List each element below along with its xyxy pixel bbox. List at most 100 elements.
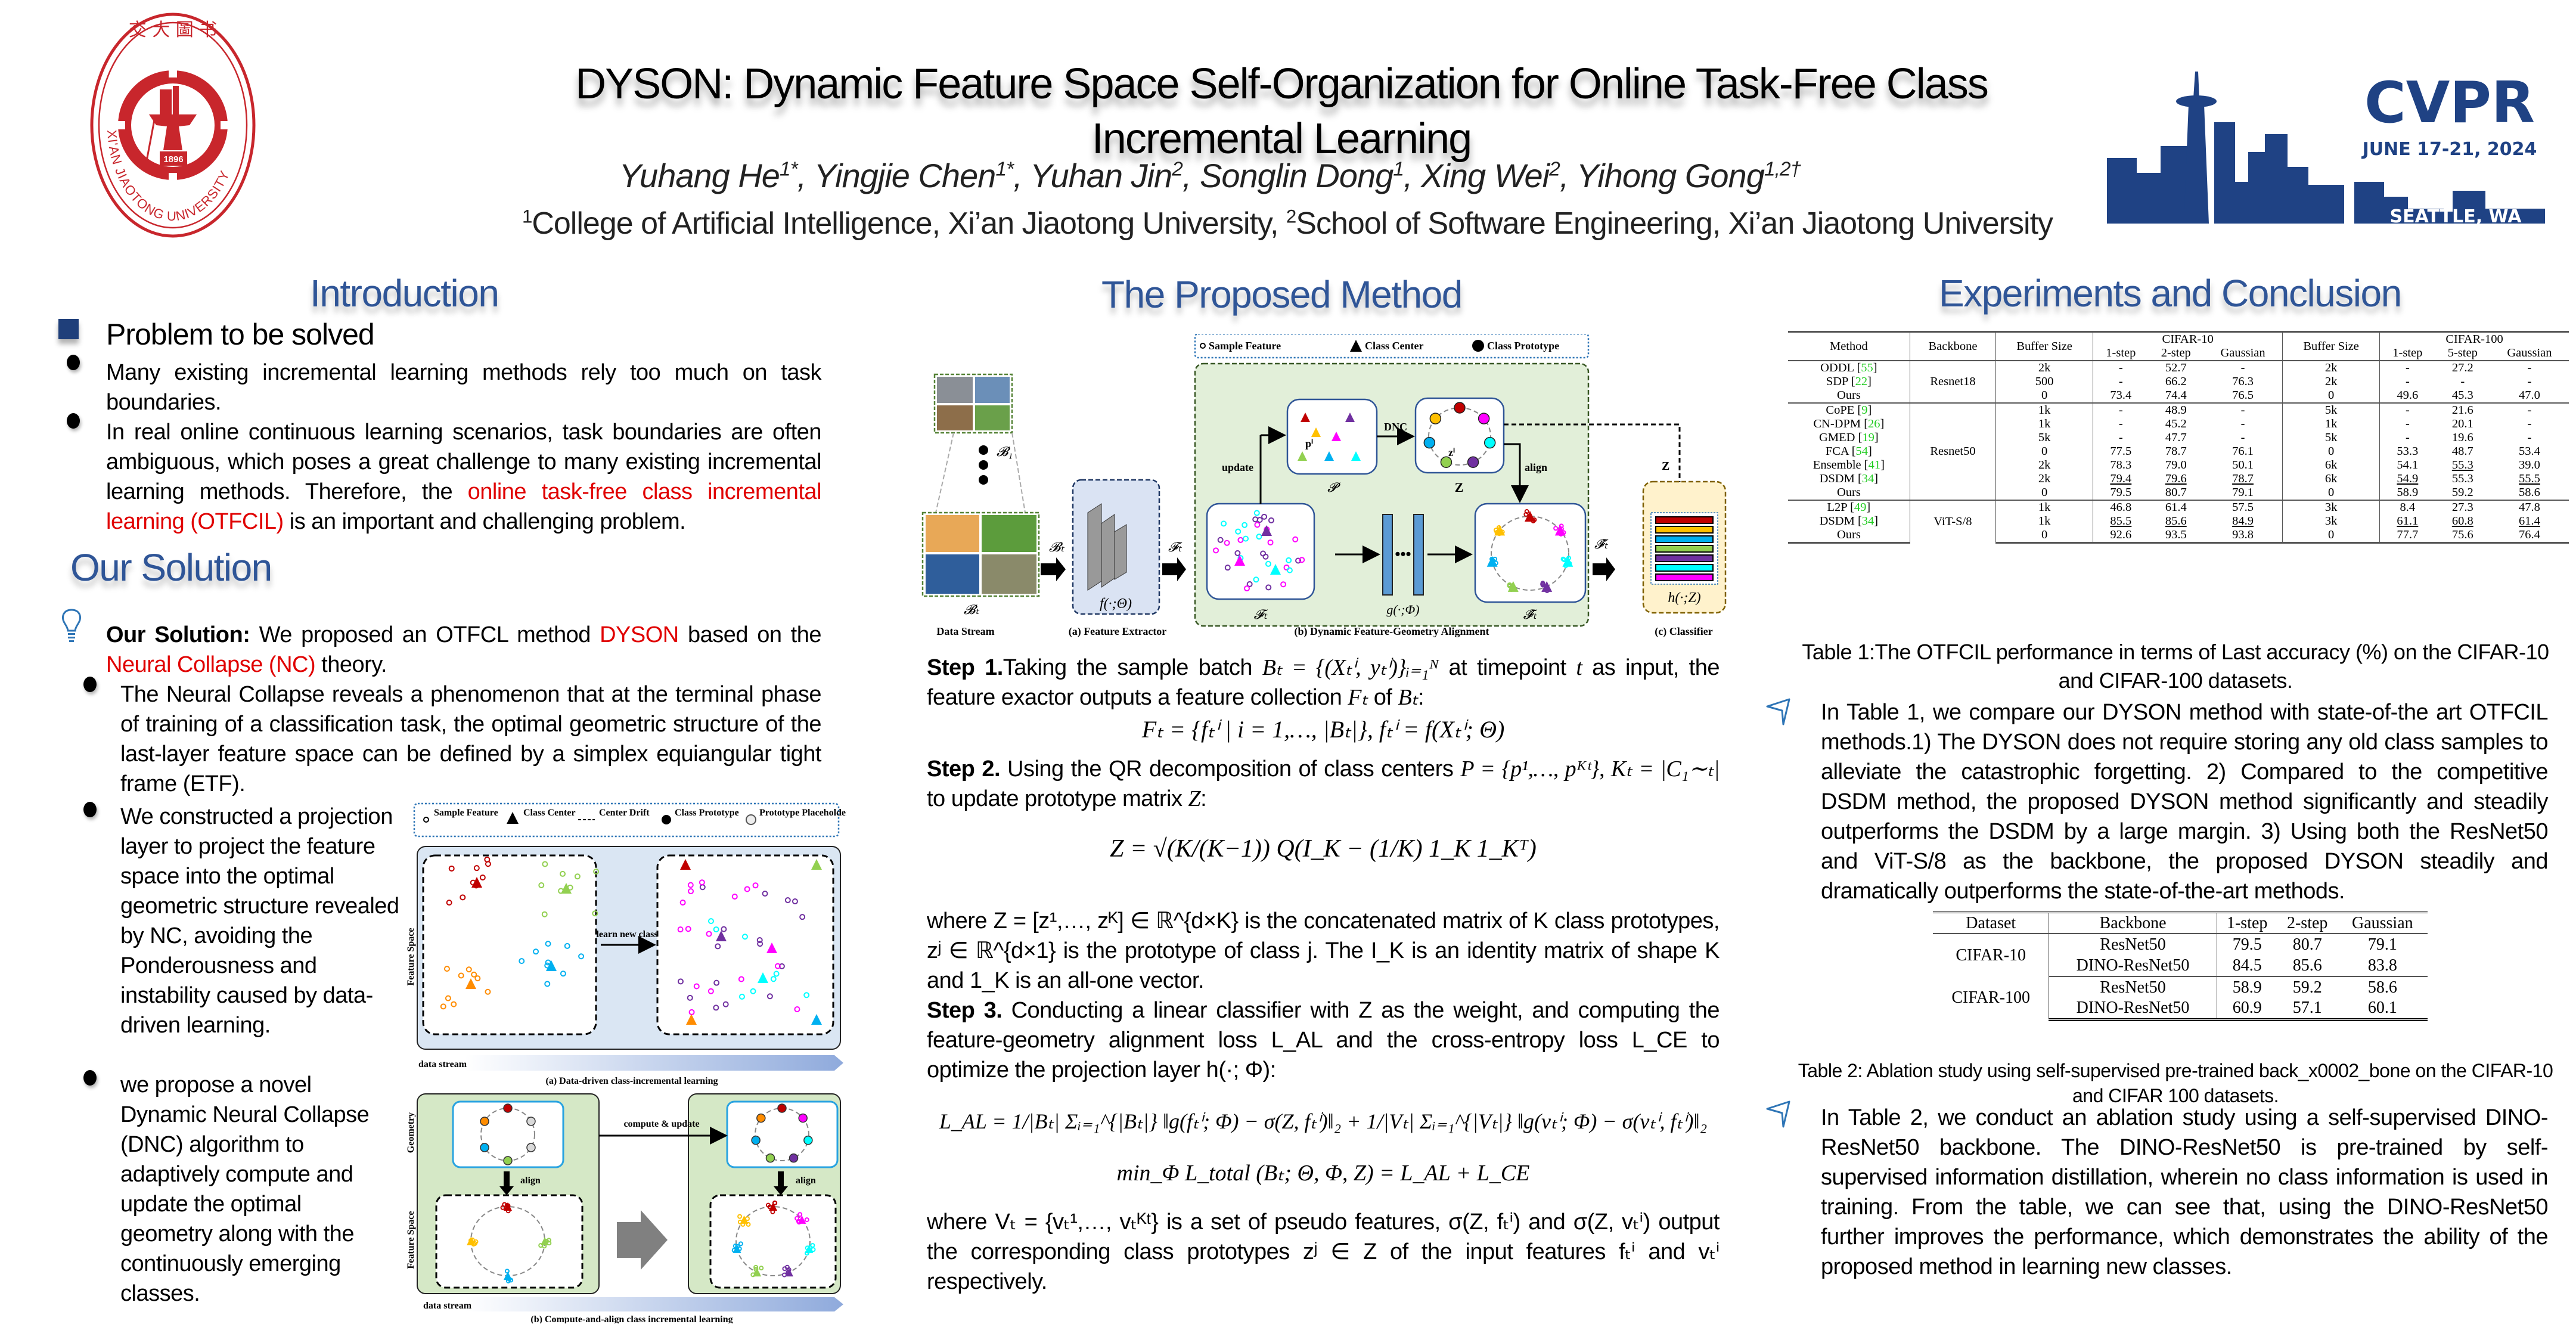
citation-link[interactable]: 26 [1868, 417, 1880, 430]
sample-feature-marker [1286, 557, 1292, 563]
cell-cifar100: 48.7 [2451, 445, 2473, 458]
sample-feature-marker [752, 882, 759, 889]
cell-buffer-10: 0 [1995, 486, 2094, 500]
sample-feature-marker [1292, 536, 1299, 542]
cell-cifar100: 75.6 [2435, 528, 2490, 544]
col-backbone: Backbone [2049, 911, 2217, 934]
cell-cifar100: 58.6 [2519, 486, 2540, 499]
col-c100-gaussian: Gaussian [2490, 346, 2569, 361]
sample-feature-marker [707, 918, 714, 925]
sample-feature-marker [473, 865, 480, 872]
sample-feature-marker [546, 1238, 551, 1243]
cell-cifar100: 76.4 [2490, 528, 2569, 544]
step1-text-e: : [1417, 685, 1424, 710]
citation-link[interactable]: 22 [1855, 375, 1868, 388]
cell-dataset: CIFAR-100 [1933, 976, 2050, 1019]
method-name: GMED [1819, 431, 1855, 444]
sample-feature-marker [762, 890, 768, 897]
cell-backbone: ResNet50 [2049, 976, 2217, 998]
author-name: Xing Wei [1421, 157, 1550, 194]
author-affil-sup: 2 [1549, 158, 1560, 181]
cell-cifar100: 77.7 [2379, 528, 2435, 544]
solution-lead: Our Solution: We proposed an OTFCL metho… [106, 620, 822, 680]
citation-link[interactable]: 34 [1861, 514, 1874, 528]
problem-heading: Problem to be solved [106, 318, 375, 351]
cell-cifar10: 85.6 [2165, 514, 2187, 528]
col-1step: 1-step [2217, 911, 2277, 934]
bullet-icon [83, 1070, 97, 1086]
cell-cifar100: 54.1 [2397, 458, 2419, 472]
step1-math-c: Fₜ [1348, 685, 1368, 710]
col-c100-1step: 1-step [2379, 346, 2435, 361]
table2-discussion: In Table 2, we conduct an ablation study… [1821, 1105, 2549, 1279]
pointer-arrow-icon [1765, 1100, 1793, 1130]
classifier-weight-bar [1655, 535, 1714, 543]
cell-value: 60.1 [2337, 998, 2428, 1021]
batch-bt-label: 𝓑ₜ [964, 602, 979, 617]
class-center-marker [1525, 511, 1535, 522]
cell-cifar100: 55.3 [2451, 458, 2473, 472]
sample-feature-marker [1217, 537, 1224, 543]
cell-buffer-10: 0 [1995, 445, 2094, 458]
sample-feature-marker [1260, 550, 1267, 557]
sample-feature-marker [1280, 581, 1287, 588]
cell-method: CoPE [9] [1788, 402, 1910, 417]
step1-text-a: Taking the sample batch [1003, 655, 1262, 680]
cell-backbone: Resnet50 [1910, 402, 1997, 500]
citation-link[interactable]: 49 [1854, 501, 1867, 514]
citation-link[interactable]: 54 [1855, 445, 1869, 458]
sample-feature-marker [773, 970, 780, 977]
cell-value: 79.1 [2367, 935, 2397, 954]
sample-feature-marker [1540, 582, 1545, 588]
sample-feature-marker [713, 979, 720, 986]
author-name: Yingjie Chen [814, 157, 997, 194]
citation-link[interactable]: 19 [1862, 431, 1874, 444]
otfcil-highlight: online task-free class incremental learn… [106, 479, 822, 534]
class-prototype-marker [751, 1136, 761, 1145]
author-name: Yuhan Jin [1030, 157, 1172, 194]
cvpr-logo: CVPR JUNE 17-21, 2024 SEATTLE, WA [2098, 33, 2575, 230]
heading-proposed-method: The Proposed Method [1101, 273, 1463, 316]
class-center-marker [797, 1215, 806, 1224]
cell-cifar10: - [2203, 431, 2283, 445]
sample-feature-marker [784, 1264, 790, 1270]
cell-method: Ensemble [41] [1788, 458, 1910, 472]
class-center-marker [753, 1268, 762, 1277]
cell-cifar10: 77.5 [2110, 445, 2132, 458]
citation-link[interactable]: 55 [1861, 361, 1873, 374]
class-prototype-marker [1454, 402, 1466, 414]
section-marker-icon [58, 319, 79, 339]
citation-link[interactable]: 34 [1861, 472, 1874, 485]
classifier-weight-bar [1655, 554, 1714, 562]
cell-cifar100: - [2379, 402, 2435, 417]
cell-cifar100: 27.3 [2435, 500, 2490, 514]
affiliations: 1College of Artificial Intelligence, Xi’… [465, 206, 2110, 241]
cell-cifar10: 73.4 [2110, 389, 2132, 402]
class-center-marker [784, 1268, 793, 1277]
cell-cifar100: 55.3 [2451, 472, 2473, 485]
sample-feature-marker [1267, 539, 1274, 545]
cell-method: L2P [49] [1788, 500, 1910, 514]
sample-feature-marker [474, 975, 481, 982]
title-line-2: Incremental Learning [1091, 115, 1472, 163]
cell-method: DSDM [34] [1788, 514, 1910, 528]
class-center-marker [680, 859, 691, 870]
data-stream-label: data stream [418, 1059, 467, 1069]
class-center-marker [766, 942, 777, 953]
citation-link[interactable]: 41 [1868, 458, 1881, 472]
axis-feature-space: Feature Space [406, 928, 416, 985]
table-row: GMED [19]5k-47.7-5k-19.6- [1788, 431, 2569, 445]
cell-cifar10: - [2118, 417, 2123, 430]
cell-backbone: DINO-ResNet50 [2049, 955, 2217, 977]
citation-link[interactable]: 9 [1861, 404, 1868, 417]
class-center-marker [1301, 413, 1310, 422]
cell-cifar10: 79.1 [2203, 486, 2283, 500]
caption-alignment: (b) Dynamic Feature-Geometry Alignment [1294, 625, 1489, 638]
align-label: align [796, 1176, 816, 1186]
sample-feature-marker [766, 993, 773, 1000]
bullet-icon [67, 355, 80, 370]
affil-2-sup: 2 [1286, 206, 1296, 227]
dnc-label: DNC [1384, 421, 1407, 433]
